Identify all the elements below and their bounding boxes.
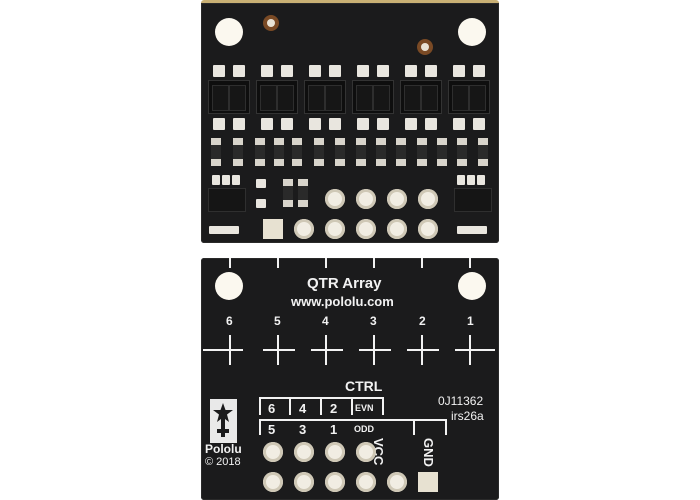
resistor [478, 138, 488, 166]
resistor [356, 138, 366, 166]
header-pin [387, 219, 407, 239]
header-pin [325, 219, 345, 239]
via [417, 39, 433, 55]
resistor [233, 138, 243, 166]
ir-sensor-5 [256, 80, 298, 114]
header-pin [263, 472, 283, 492]
ctrl-top-2: 2 [330, 401, 338, 416]
ir-sensor-3 [352, 80, 394, 114]
header-pin-square-gnd [418, 472, 438, 492]
header-pin [294, 442, 314, 462]
header-pin [356, 189, 376, 209]
header-pin [356, 472, 376, 492]
resistor [274, 138, 284, 166]
resistor [283, 179, 293, 207]
resistor [376, 138, 386, 166]
resistor [314, 138, 324, 166]
header-pin [294, 472, 314, 492]
header-pin [356, 219, 376, 239]
ctrl-bottom-1: 1 [330, 422, 338, 437]
board-front-view [201, 0, 499, 243]
ir-sensor-4 [304, 80, 346, 114]
mounting-hole [458, 272, 486, 300]
ir-sensor-2 [400, 80, 442, 114]
header-pin [325, 189, 345, 209]
board-title: QTR Array [307, 275, 382, 292]
header-pin [325, 472, 345, 492]
resistor [211, 138, 221, 166]
resistor [255, 138, 265, 166]
resistor [457, 138, 467, 166]
sensor-label-2: 2 [419, 314, 426, 328]
resistor [292, 138, 302, 166]
website-url: www.pololu.com [291, 294, 394, 309]
board-back-view: QTR Array www.pololu.com 6 5 4 3 2 1 CTR… [201, 258, 499, 500]
sensor-label-4: 4 [322, 314, 329, 328]
brand-name: Pololu [205, 442, 242, 456]
ctrl-top-4: 4 [299, 401, 307, 416]
sensor-label-6: 6 [226, 314, 233, 328]
header-pin [325, 442, 345, 462]
resistor [437, 138, 447, 166]
sensor-label-3: 3 [370, 314, 377, 328]
pololu-logo-icon [210, 399, 237, 443]
ctrl-bottom-3: 3 [299, 422, 307, 437]
resistor [417, 138, 427, 166]
resistor [335, 138, 345, 166]
mounting-hole [458, 18, 486, 46]
transistor-ic-right [454, 188, 492, 212]
transistor-ic-left [208, 188, 246, 212]
revision: irs26a [451, 409, 484, 423]
part-number: 0J11362 [438, 394, 484, 408]
header-pin [356, 442, 376, 462]
ctrl-top-evn: EVN [355, 403, 374, 413]
mounting-hole [215, 18, 243, 46]
ir-sensor-6 [208, 80, 250, 114]
header-pin [418, 189, 438, 209]
resistor [396, 138, 406, 166]
header-pin-square [263, 219, 283, 239]
header-pin [294, 219, 314, 239]
ir-sensor-1 [448, 80, 490, 114]
resistor [298, 179, 308, 207]
sensor-label-1: 1 [467, 314, 474, 328]
header-pin [418, 219, 438, 239]
ctrl-bottom-5: 5 [268, 422, 276, 437]
via [263, 15, 279, 31]
header-pin [387, 472, 407, 492]
ctrl-top-6: 6 [268, 401, 276, 416]
ctrl-bottom-odd: ODD [354, 424, 374, 434]
header-pin [387, 189, 407, 209]
mounting-hole [215, 272, 243, 300]
gnd-label: GND [421, 438, 436, 467]
copyright: © 2018 [205, 456, 241, 468]
ctrl-label: CTRL [345, 378, 383, 394]
header-pin [263, 442, 283, 462]
sensor-label-5: 5 [274, 314, 281, 328]
